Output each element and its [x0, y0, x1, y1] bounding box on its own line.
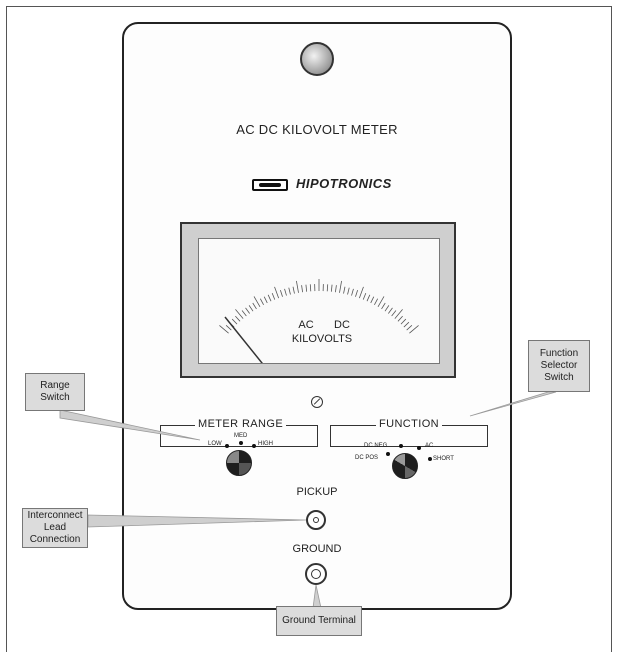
- meter-scale-tick: [403, 321, 410, 328]
- meter-scale-tick: [252, 302, 257, 310]
- zero-adjust-screw-icon[interactable]: [311, 396, 323, 408]
- function-ac-dot: [417, 446, 421, 450]
- ground-terminal-callout: Ground Terminal: [276, 606, 362, 636]
- meter-scale-tick: [343, 286, 346, 294]
- meter-scale-tick: [374, 298, 379, 305]
- meter-scale-tick: [301, 285, 303, 293]
- ground-terminal-leader: [312, 584, 322, 609]
- meter-scale-tick: [235, 315, 241, 322]
- interconnect-leader: [87, 514, 307, 528]
- meter-scale-tick: [339, 280, 342, 293]
- meter-range-knob[interactable]: [226, 450, 252, 476]
- meter-scale-tick: [231, 318, 238, 325]
- meter-scale-tick: [351, 288, 354, 296]
- meter-needle: [224, 316, 267, 369]
- meter-scale-tick: [370, 296, 375, 304]
- meter-scale-tick: [263, 296, 268, 304]
- ground-label: GROUND: [292, 543, 342, 555]
- range-high-label: HIGH: [258, 441, 273, 447]
- meter-label-ac: AC: [298, 319, 314, 331]
- meter-scale-tick: [377, 296, 385, 308]
- meter-scale-tick: [279, 289, 283, 297]
- function-ac-label: AC: [425, 443, 434, 449]
- meter-scale-tick: [406, 325, 413, 331]
- function-dcneg-dot: [399, 444, 403, 448]
- range-med-dot: [239, 441, 243, 445]
- brand-logo-icon: [252, 179, 288, 191]
- function-dcneg-label: DC NEG: [364, 443, 388, 449]
- analog-meter: AC DC KILOVOLTS: [180, 222, 456, 378]
- interconnect-callout: Interconnect Lead Connection: [22, 508, 88, 548]
- meter-scale-tick: [358, 286, 364, 299]
- pickup-label: PICKUP: [296, 486, 338, 498]
- meter-scale-tick: [248, 305, 254, 312]
- meter-scale-tick: [347, 287, 350, 295]
- range-low-label: LOW: [208, 441, 222, 447]
- function-title: FUNCTION: [376, 418, 443, 430]
- function-dcpos-dot: [386, 452, 390, 456]
- meter-scale-tick: [391, 310, 397, 317]
- ground-terminal[interactable]: [305, 563, 327, 585]
- panel-title: AC DC KILOVOLT METER: [236, 122, 398, 137]
- meter-scale-tick: [381, 302, 386, 310]
- meter-scale-tick: [305, 284, 308, 292]
- meter-scale-ticks: [219, 279, 419, 334]
- range-low-dot: [225, 444, 229, 448]
- meter-scale-tick: [388, 307, 393, 314]
- meter-scale-tick: [245, 307, 250, 314]
- meter-scale-tick: [225, 325, 232, 331]
- function-short-dot: [428, 457, 432, 461]
- meter-scale-tick: [394, 309, 403, 319]
- meter-scale-tick: [271, 292, 276, 300]
- range-switch-leader: [59, 409, 201, 441]
- meter-scale-tick: [384, 305, 390, 312]
- meter-scale: [219, 279, 419, 369]
- function-selector-knob[interactable]: [392, 453, 418, 479]
- meter-scale-tick: [219, 325, 229, 334]
- meter-scale-tick: [409, 325, 419, 334]
- meter-scale-tick: [296, 280, 299, 293]
- function-short-label: SHORT: [433, 456, 454, 462]
- meter-scale-tick: [292, 286, 295, 294]
- meter-scale-tick: [241, 310, 247, 317]
- meter-scale-tick: [253, 296, 261, 308]
- indicator-lamp: [300, 42, 334, 76]
- meter-label-units: KILOVOLTS: [291, 333, 353, 345]
- meter-label-dc: DC: [334, 319, 350, 331]
- meter-scale-tick: [335, 285, 337, 293]
- function-selector-callout: Function Selector Switch: [528, 340, 590, 392]
- meter-scale-tick: [274, 286, 280, 299]
- figure-frame: [6, 6, 612, 652]
- meter-face: AC DC KILOVOLTS: [198, 238, 440, 369]
- meter-range-title: METER RANGE: [195, 418, 287, 430]
- meter-scale-tick: [362, 292, 367, 300]
- meter-scale-tick: [355, 289, 359, 297]
- meter-scale-tick: [267, 294, 272, 302]
- function-selector-leader: [469, 391, 557, 417]
- function-dcpos-label: DC POS: [355, 455, 379, 461]
- meter-scale-tick: [259, 298, 264, 305]
- range-high-dot: [252, 444, 256, 448]
- meter-scale-tick: [288, 287, 291, 295]
- brand-name: HIPOTRONICS: [296, 176, 392, 191]
- meter-scale-tick: [397, 315, 403, 322]
- meter-scale-tick: [330, 284, 333, 292]
- pickup-jack[interactable]: [306, 510, 326, 530]
- range-switch-callout: Range Switch: [25, 373, 85, 411]
- meter-scale-tick: [366, 294, 371, 302]
- meter-scale-tick: [235, 309, 244, 319]
- meter-scale-tick: [284, 288, 287, 296]
- range-med-label: MED: [234, 433, 248, 439]
- meter-scale-tick: [400, 318, 407, 325]
